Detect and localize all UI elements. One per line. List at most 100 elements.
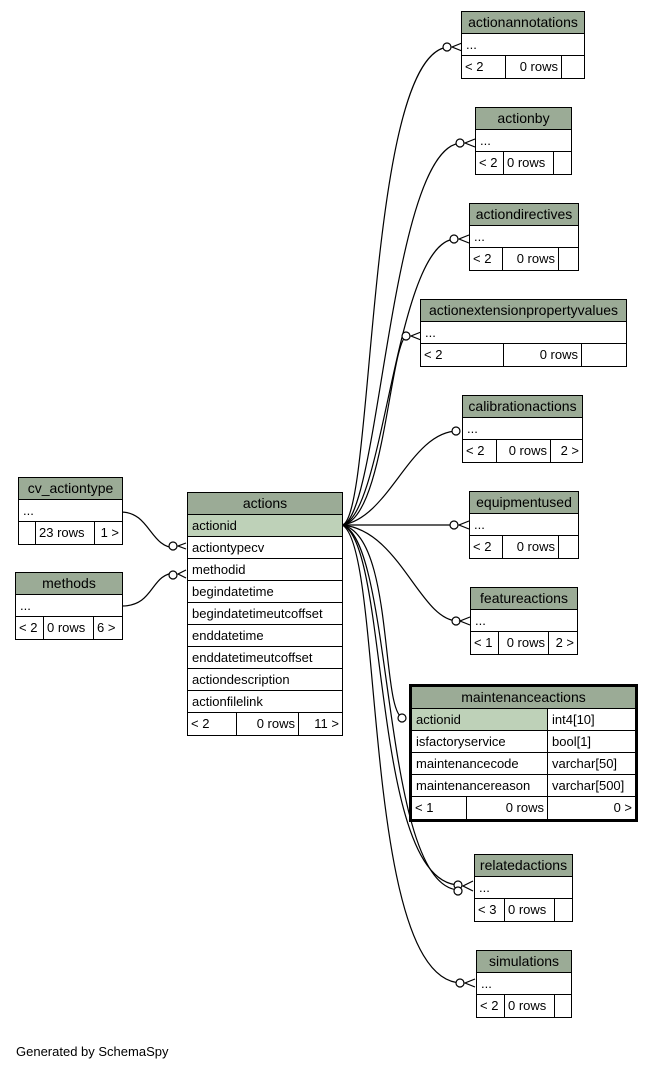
relationship-edge <box>341 524 463 984</box>
crowfoot-mark <box>463 138 476 148</box>
row-count: 0 rows <box>467 797 548 819</box>
children-count <box>582 344 626 366</box>
column-row: actionfilelink <box>188 691 342 713</box>
relationship-end-circle <box>168 541 178 551</box>
table-title: maintenanceactions <box>412 687 635 709</box>
crowfoot-mark <box>457 520 470 530</box>
parents-count: < 2 <box>421 344 504 366</box>
crowfoot-mark <box>450 42 463 52</box>
crowfoot-mark <box>458 616 471 626</box>
parents-count: < 2 <box>477 995 505 1017</box>
column-name: maintenancecode <box>412 753 548 775</box>
table-title: actiondirectives <box>470 204 578 226</box>
relationship-edge <box>341 524 405 719</box>
relationship-end-circle <box>455 138 465 148</box>
table-title: featureactions <box>471 588 577 610</box>
column-name: maintenancereason <box>412 775 548 797</box>
row-count: 0 rows <box>504 152 554 174</box>
table-actiondirectives[interactable]: actiondirectives ... < 2 0 rows <box>469 203 579 271</box>
table-relatedactions[interactable]: relatedactions ... < 3 0 rows <box>474 854 573 922</box>
table-actionby[interactable]: actionby ... < 2 0 rows <box>475 107 572 175</box>
column-type: int4[10] <box>548 709 635 731</box>
table-title: simulations <box>477 951 571 973</box>
parents-count: < 2 <box>470 248 503 270</box>
children-count: 6 > <box>97 620 116 635</box>
row-count: 0 rows <box>503 248 559 270</box>
children-count: 1 > <box>100 525 119 540</box>
children-count: 0 > <box>613 800 632 815</box>
table-title: actionby <box>476 108 571 130</box>
children-count <box>562 56 584 78</box>
columns-ellipsis: ... <box>19 500 122 522</box>
parents-count: < 2 <box>463 440 497 462</box>
children-count: 11 > <box>314 716 339 731</box>
column-row: begindatetime <box>188 581 342 603</box>
parents-count: < 2 <box>470 536 503 558</box>
relationship-end-circle <box>168 570 178 580</box>
relationship-edge <box>341 46 451 526</box>
table-featureactions[interactable]: featureactions ... < 1 0 rows 2 > <box>470 587 578 655</box>
column-row: actiontypecv <box>188 537 342 559</box>
relationship-end-circle <box>453 886 463 896</box>
row-count: 0 rows <box>499 632 549 654</box>
columns-ellipsis: ... <box>16 595 122 617</box>
relationship-edge <box>341 524 459 622</box>
relationship-end-circle <box>449 520 459 530</box>
crowfoot-mark <box>457 234 470 244</box>
column-row: actiondescription <box>188 669 342 691</box>
columns-ellipsis: ... <box>475 877 572 899</box>
table-cv-actiontype[interactable]: cv_actiontype ... 23 rows 1 > <box>18 477 123 545</box>
column-row: begindatetimeutcoffset <box>188 603 342 625</box>
table-actionannotations[interactable]: actionannotations ... < 2 0 rows <box>461 11 585 79</box>
column-row: methodid <box>188 559 342 581</box>
columns-ellipsis: ... <box>421 322 626 344</box>
table-actionextensionpropertyvalues[interactable]: actionextensionpropertyvalues ... < 2 0 … <box>420 299 627 367</box>
relationship-end-circle <box>401 331 411 341</box>
column-row: enddatetimeutcoffset <box>188 647 342 669</box>
table-actions[interactable]: actions actionid actiontypecv methodid b… <box>187 492 343 736</box>
crowfoot-mark <box>463 978 476 988</box>
crowfoot-mark <box>176 569 187 579</box>
table-title: equipmentused <box>470 492 578 514</box>
table-maintenanceactions[interactable]: maintenanceactions actionid int4[10] isf… <box>409 684 638 822</box>
table-title: actionextensionpropertyvalues <box>421 300 626 322</box>
children-count <box>559 248 578 270</box>
crowfoot-mark <box>461 880 474 892</box>
table-calibrationactions[interactable]: calibrationactions ... < 2 0 rows 2 > <box>462 395 583 463</box>
relationship-end-circle <box>455 978 465 988</box>
columns-ellipsis: ... <box>470 514 578 536</box>
column-row: actionid <box>188 515 342 537</box>
relationship-edge <box>341 334 409 526</box>
columns-ellipsis: ... <box>463 418 582 440</box>
crowfoot-mark <box>409 331 422 341</box>
table-title: methods <box>16 573 122 595</box>
parents-count: < 2 <box>476 152 504 174</box>
columns-ellipsis: ... <box>477 973 571 995</box>
table-title: calibrationactions <box>463 396 582 418</box>
parents-count: < 2 <box>16 617 44 639</box>
columns-ellipsis: ... <box>462 34 584 56</box>
table-simulations[interactable]: simulations ... < 2 0 rows <box>476 950 572 1018</box>
row-count: 0 rows <box>505 995 555 1017</box>
children-count: 2 > <box>555 635 574 650</box>
generated-by-footer: Generated by SchemaSpy <box>16 1044 169 1059</box>
crowfoot-mark <box>176 542 187 550</box>
children-count <box>555 899 572 921</box>
columns-ellipsis: ... <box>471 610 577 632</box>
column-type: bool[1] <box>548 731 635 753</box>
relationship-edge <box>341 524 461 891</box>
children-count <box>559 536 578 558</box>
row-count: 0 rows <box>44 617 94 639</box>
table-methods[interactable]: methods ... < 2 0 rows 6 > <box>15 572 123 640</box>
column-name: isfactoryservice <box>412 731 548 753</box>
columns-ellipsis: ... <box>476 130 571 152</box>
parents-count: < 3 <box>475 899 505 921</box>
table-equipmentused[interactable]: equipmentused ... < 2 0 rows <box>469 491 579 559</box>
relationship-edge <box>120 511 177 549</box>
table-title: actionannotations <box>462 12 584 34</box>
relationship-end-circle <box>397 713 407 723</box>
column-row: enddatetime <box>188 625 342 647</box>
relationship-end-circle <box>442 42 452 52</box>
row-count: 23 rows <box>36 522 95 544</box>
